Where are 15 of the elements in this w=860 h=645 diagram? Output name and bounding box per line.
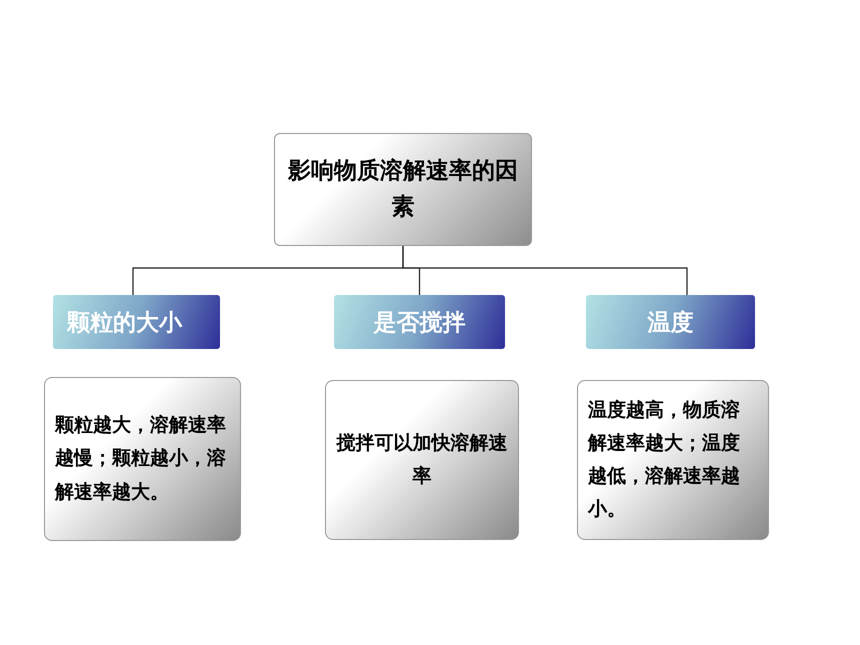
description-box: [325, 380, 519, 540]
factor-label: 颗粒的大小: [67, 308, 182, 338]
description-text: 温度越高，物质溶解速率越大；温度越低，溶解速率越小。: [588, 398, 741, 522]
description-box: [577, 380, 769, 540]
factor-box: [586, 295, 755, 349]
factor-box: [334, 295, 505, 349]
connector-line: [402, 246, 688, 295]
factor-label: 是否搅拌: [374, 308, 466, 338]
description-box: [44, 377, 241, 541]
topic-text: 影响物质溶解速率的因素: [286, 156, 519, 222]
description-text: 搅拌可以加快溶解速率: [336, 430, 508, 489]
topic-box: [274, 133, 532, 246]
description-text: 颗粒越大，溶解速率越慢；颗粒越小，溶解速率越大。: [55, 413, 227, 505]
factor-label: 温度: [648, 308, 694, 338]
factor-box: [53, 295, 220, 349]
